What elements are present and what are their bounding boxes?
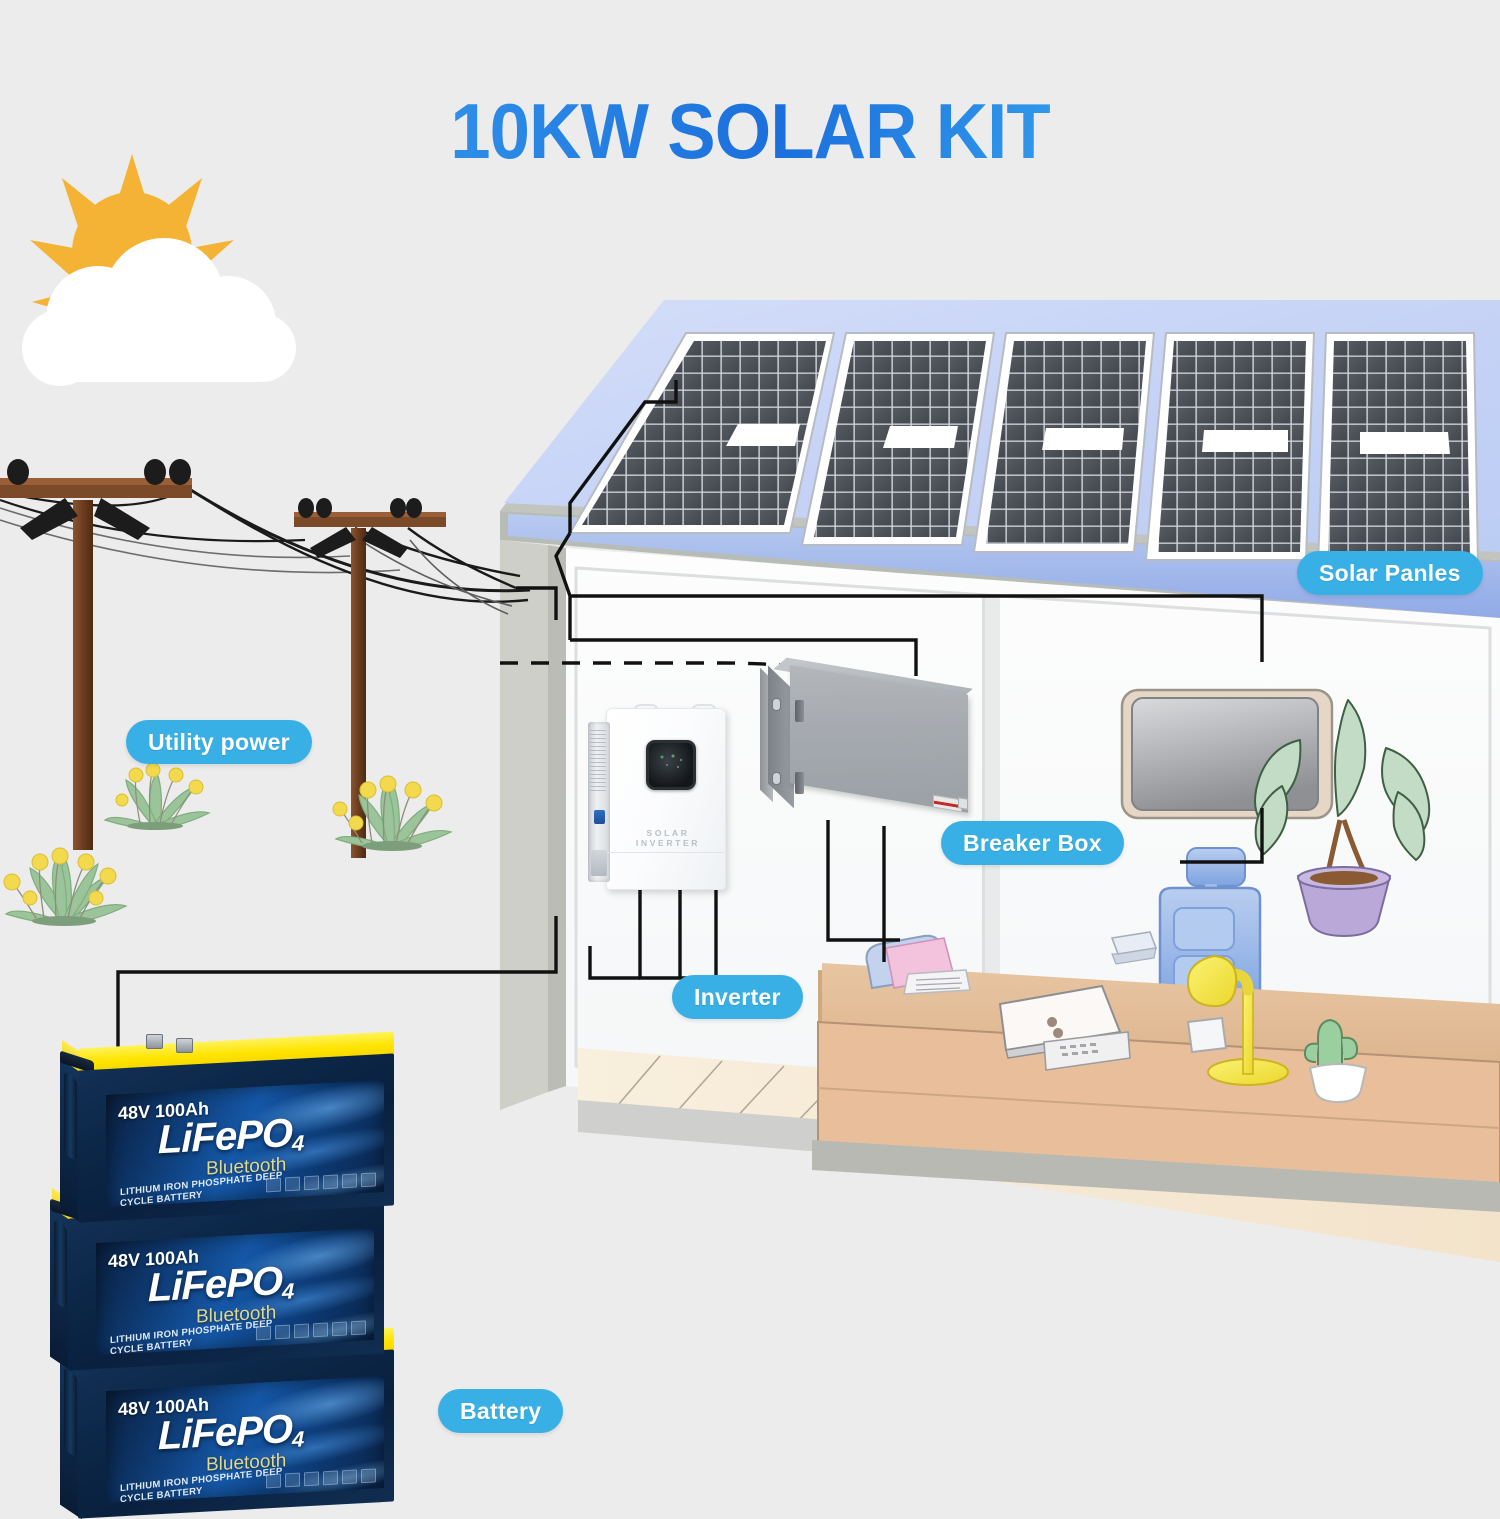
- fcc-mark-icon: [275, 1324, 290, 1340]
- label-utility-power[interactable]: Utility power: [126, 720, 312, 764]
- solar-panel: [972, 332, 1156, 553]
- recycle-icon: [304, 1471, 319, 1487]
- battery-handle[interactable]: [54, 1217, 67, 1311]
- solar-panel: [1316, 332, 1480, 567]
- ce-mark-icon: [266, 1473, 281, 1489]
- floor-items: [1110, 931, 1158, 965]
- inverter-badge: [591, 850, 607, 876]
- laptop[interactable]: [998, 984, 1131, 1071]
- solar-panel-array[interactable]: [568, 332, 1480, 567]
- battery-terminal: [146, 1034, 163, 1049]
- utility-pole: [0, 459, 192, 850]
- potted-plant: [1254, 699, 1431, 938]
- battery-handle[interactable]: [64, 1069, 77, 1163]
- no-fire-icon: [342, 1173, 357, 1189]
- breaker-hinge: [795, 772, 804, 794]
- battery-label: 48V 100Ah LiFePO4 Bluetooth LITHIUM IRON…: [106, 1079, 384, 1208]
- smartphone[interactable]: [1186, 1016, 1228, 1054]
- page-title: 10KW SOLAR KIT: [53, 86, 1448, 177]
- cloud-icon: [22, 238, 296, 386]
- solar-panel: [1144, 332, 1316, 561]
- battery-body: 48V 100Ah LiFePO4 Bluetooth LITHIUM IRON…: [78, 1349, 394, 1519]
- grass-tufts: [3, 762, 453, 926]
- inverter-seam: [607, 852, 724, 853]
- sun-cloud-icon: [22, 154, 296, 386]
- battery-unit[interactable]: 48V 100Ah LiFePO4 Bluetooth LITHIUM IRON…: [60, 1031, 400, 1224]
- wiring-diagram: [116, 380, 1264, 1058]
- grass-tuft: [3, 847, 128, 926]
- battery-body: 48V 100Ah LiFePO4 Bluetooth LITHIUM IRON…: [68, 1201, 384, 1371]
- battery-handle[interactable]: [64, 1365, 77, 1459]
- battery-terminal: [176, 1038, 193, 1053]
- utility-pole: [294, 498, 446, 858]
- label-battery[interactable]: Battery: [438, 1389, 564, 1433]
- no-fire-icon: [342, 1469, 357, 1485]
- no-trash-icon: [313, 1322, 328, 1338]
- battery-body: 48V 100Ah LiFePO4 Bluetooth LITHIUM IRON…: [78, 1053, 394, 1223]
- breaker-spec-label: [958, 797, 968, 810]
- warning-icon: [351, 1320, 366, 1336]
- recycle-icon: [304, 1175, 319, 1191]
- inverter-heatsink-fins: [590, 730, 606, 792]
- printer: [865, 934, 971, 995]
- label-inverter[interactable]: Inverter: [672, 975, 803, 1019]
- grass-tuft: [103, 762, 211, 830]
- solar-panel: [568, 332, 836, 534]
- inverter-brand-text: SOLAR INVERTER: [635, 828, 701, 848]
- grass-tuft: [332, 775, 453, 851]
- solar-inverter-unit[interactable]: SOLAR INVERTER: [588, 700, 728, 890]
- breaker-latch[interactable]: [772, 772, 781, 785]
- battery-label: 48V 100Ah LiFePO4 Bluetooth LITHIUM IRON…: [106, 1375, 384, 1504]
- fcc-mark-icon: [285, 1176, 300, 1192]
- warning-icon: [361, 1172, 376, 1188]
- label-solar-panels[interactable]: Solar Panles: [1297, 551, 1483, 595]
- no-trash-icon: [323, 1174, 338, 1190]
- breaker-latch[interactable]: [772, 698, 781, 711]
- no-trash-icon: [323, 1470, 338, 1486]
- warning-icon: [361, 1468, 376, 1484]
- inverter-body: [606, 708, 726, 890]
- label-breaker-box[interactable]: Breaker Box: [941, 821, 1124, 865]
- solar-panel: [800, 332, 996, 546]
- utility-poles: [0, 459, 531, 858]
- inverter-display[interactable]: [646, 740, 696, 790]
- inverter-switch[interactable]: [594, 810, 605, 824]
- battery-label: 48V 100Ah LiFePO4 Bluetooth LITHIUM IRON…: [96, 1227, 374, 1356]
- breaker-hinge: [795, 700, 804, 722]
- cactus-plant: [1303, 1018, 1368, 1104]
- desk-lamp[interactable]: [1186, 954, 1289, 1086]
- recycle-icon: [294, 1323, 309, 1339]
- ce-mark-icon: [266, 1177, 281, 1193]
- breaker-box-unit[interactable]: [758, 657, 973, 826]
- no-fire-icon: [332, 1321, 347, 1337]
- ce-mark-icon: [256, 1325, 271, 1341]
- fcc-mark-icon: [285, 1472, 300, 1488]
- desk: [812, 963, 1500, 1212]
